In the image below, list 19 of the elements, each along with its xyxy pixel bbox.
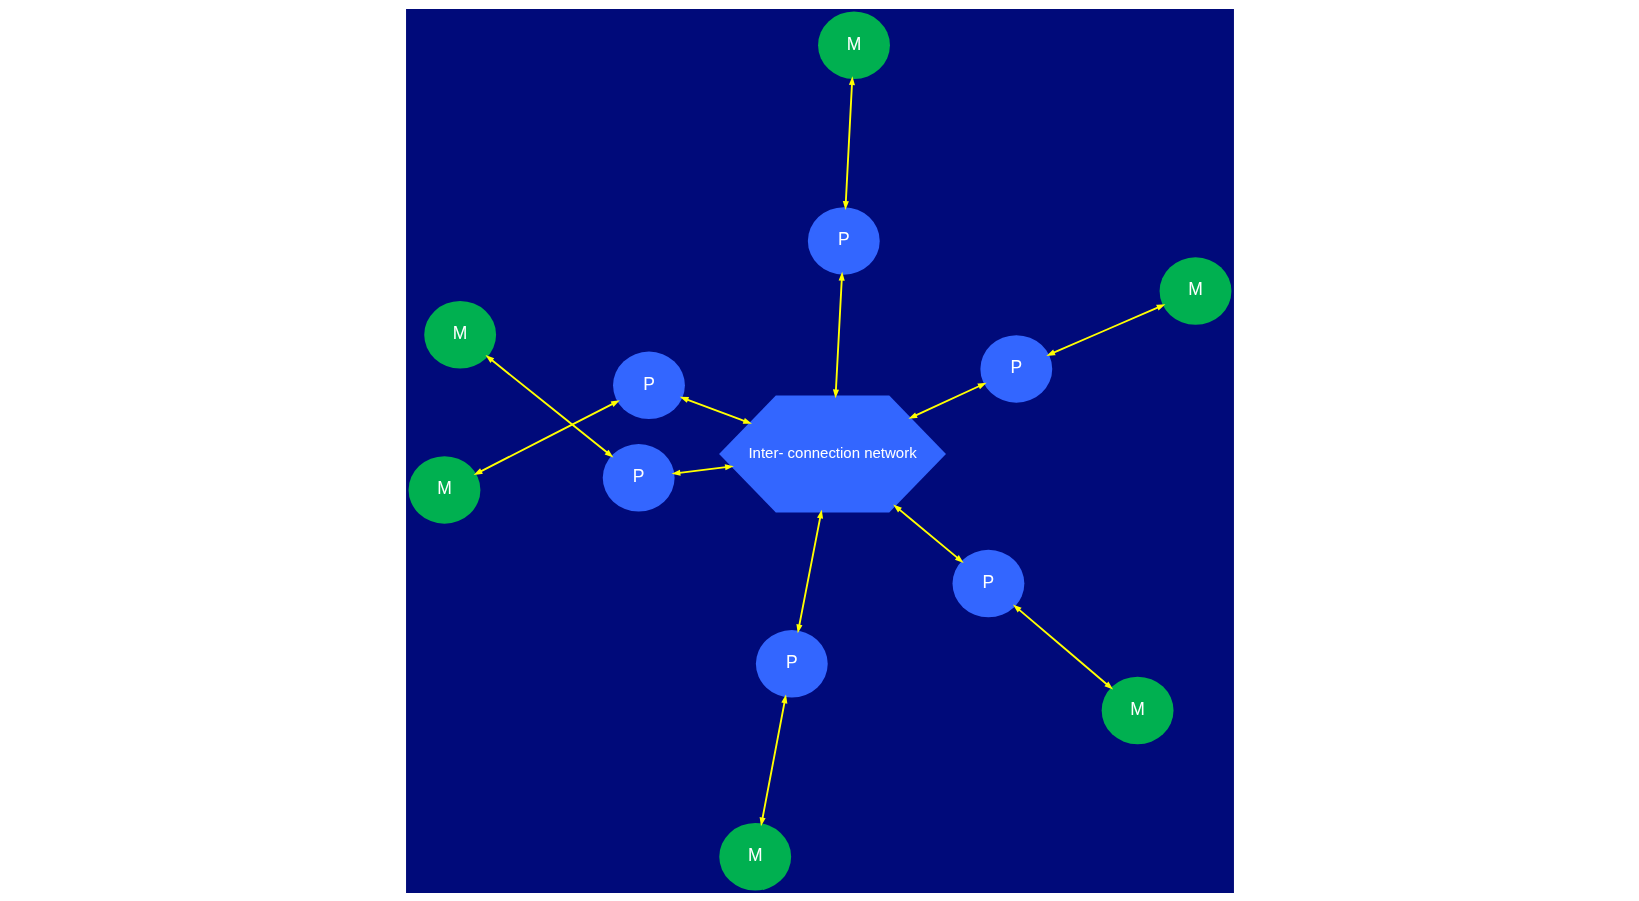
node-circle: P	[755, 629, 828, 698]
arrow	[1045, 303, 1165, 356]
arrow	[484, 354, 613, 458]
arrow	[832, 271, 845, 398]
node-circle: M	[718, 822, 791, 890]
arrow	[842, 75, 855, 210]
node-circle: P	[807, 206, 880, 275]
node-circle: M	[1159, 256, 1231, 325]
arrow	[1012, 603, 1113, 690]
node-circle: M	[817, 11, 890, 79]
arrow	[892, 503, 964, 563]
arrow	[795, 509, 823, 633]
arrow	[759, 693, 787, 826]
arrow	[679, 396, 752, 424]
arrow	[473, 399, 620, 475]
arrow	[671, 463, 734, 476]
node-circle: P	[979, 334, 1052, 403]
arrow	[907, 382, 987, 419]
node-circle: M	[408, 455, 480, 524]
